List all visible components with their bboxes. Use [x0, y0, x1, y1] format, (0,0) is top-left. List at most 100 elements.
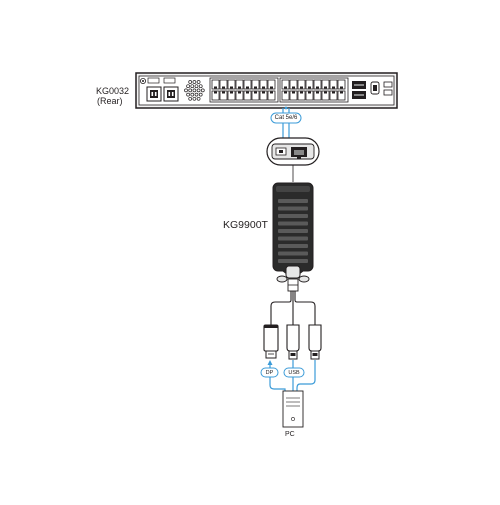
- rj45-port-icon: [219, 79, 228, 90]
- rj45-callout: [266, 137, 320, 182]
- port-latch: [254, 91, 257, 94]
- fan-hole: [196, 88, 201, 93]
- rj45-port-bank: [209, 77, 349, 103]
- rj45-port-icon: [259, 79, 268, 90]
- heatsink-rib: [278, 236, 308, 241]
- fan-hole: [186, 84, 190, 89]
- daisy-chain-ports: [352, 81, 366, 99]
- port-latch: [222, 91, 225, 94]
- port-latch: [238, 86, 241, 89]
- rj45-port-icon: [291, 147, 307, 159]
- rj45-port-icon: [329, 90, 338, 101]
- fan-hole: [188, 96, 193, 101]
- fan-hole: [194, 92, 199, 97]
- heatsink-rib: [278, 199, 308, 203]
- cat-cable: [270, 106, 302, 139]
- rj45-port-icon: [313, 79, 322, 90]
- power-inlet-icon: [146, 86, 162, 102]
- rj45-port-icon: [251, 79, 260, 90]
- port-latch: [214, 91, 217, 94]
- heatsink-rib: [278, 206, 308, 211]
- rj45-port-icon: [313, 90, 322, 101]
- port-latch: [340, 86, 343, 89]
- fan-hole: [196, 96, 201, 101]
- usb-label: USB: [288, 369, 300, 376]
- rj45-port-icon: [211, 79, 220, 90]
- switch-side-label: (Rear): [97, 96, 123, 106]
- usb-plug-icon: [308, 324, 322, 360]
- fan-hole: [196, 80, 201, 84]
- rj45-port-icon: [297, 79, 306, 90]
- port-latch: [284, 91, 287, 94]
- port-latch: [292, 86, 295, 89]
- dp-label-pill: [260, 367, 279, 378]
- fan-hole: [190, 92, 195, 97]
- port-latch: [230, 91, 233, 94]
- port-latch: [308, 86, 311, 89]
- usb-label-pill: [283, 367, 305, 378]
- port-latch: [262, 86, 265, 89]
- rj45-port-icon: [297, 90, 306, 101]
- status-led-icon: [275, 147, 287, 156]
- rj45-port-icon: [289, 79, 298, 90]
- usb-plug-icon: [286, 324, 300, 360]
- rj45-port-icon: [235, 90, 244, 101]
- adapter-cable-junction: [270, 265, 316, 325]
- port-latch: [332, 86, 335, 89]
- fan-hole: [188, 88, 193, 93]
- port-latch: [300, 91, 303, 94]
- heatsink-rib: [278, 214, 308, 218]
- port-latch: [246, 91, 249, 94]
- pc-label: PC: [285, 431, 295, 438]
- fan-hole: [192, 96, 197, 101]
- cable-label: Cat 5e/6: [274, 114, 298, 121]
- rj45-port-icon: [211, 90, 220, 101]
- pc-tower-icon: [282, 390, 304, 428]
- fan-hole: [186, 92, 190, 97]
- port-latch: [292, 91, 295, 94]
- port-latch: [340, 91, 343, 94]
- port-latch: [284, 86, 287, 89]
- port-latch: [246, 86, 249, 89]
- fan-hole: [190, 84, 195, 89]
- adapter-heatsink-ribs: [278, 199, 308, 263]
- port-latch: [308, 91, 311, 94]
- rj45-port-icon: [243, 79, 252, 90]
- rj45-port-icon: [259, 90, 268, 101]
- rj45-port-icon: [289, 90, 298, 101]
- heatsink-rib: [278, 251, 308, 256]
- rj45-port-icon: [305, 79, 314, 90]
- port-latch: [270, 91, 273, 94]
- ground-screw-icon: [139, 78, 146, 85]
- rj45-port-icon: [267, 79, 276, 90]
- rj45-port-icon: [321, 79, 330, 90]
- port-latch: [316, 86, 319, 89]
- fan-hole: [192, 80, 197, 84]
- switch-model-label: KG0032: [96, 86, 130, 96]
- port-latch: [332, 91, 335, 94]
- fan-hole: [192, 88, 197, 93]
- rj45-port-icon: [329, 79, 338, 90]
- fan-hole: [188, 80, 193, 84]
- port-latch: [262, 91, 265, 94]
- port-latch: [254, 86, 257, 89]
- heatsink-rib: [278, 221, 308, 226]
- port-latch: [230, 86, 233, 89]
- port-latch: [324, 86, 327, 89]
- rj45-port-icon: [321, 90, 330, 101]
- power-inlet-icon: [163, 86, 179, 102]
- port-latch: [270, 86, 273, 89]
- heatsink-rib: [278, 244, 308, 248]
- console-ports: [370, 81, 393, 96]
- rj45-port-icon: [267, 90, 276, 101]
- fan-hole: [198, 92, 203, 97]
- rj45-port-icon: [227, 79, 236, 90]
- dp-label: DP: [265, 369, 274, 376]
- rj45-port-icon: [337, 90, 346, 101]
- rj45-port-icon: [251, 90, 260, 101]
- port-latch: [300, 86, 303, 89]
- rj45-port-icon: [281, 79, 290, 90]
- port-latch: [316, 91, 319, 94]
